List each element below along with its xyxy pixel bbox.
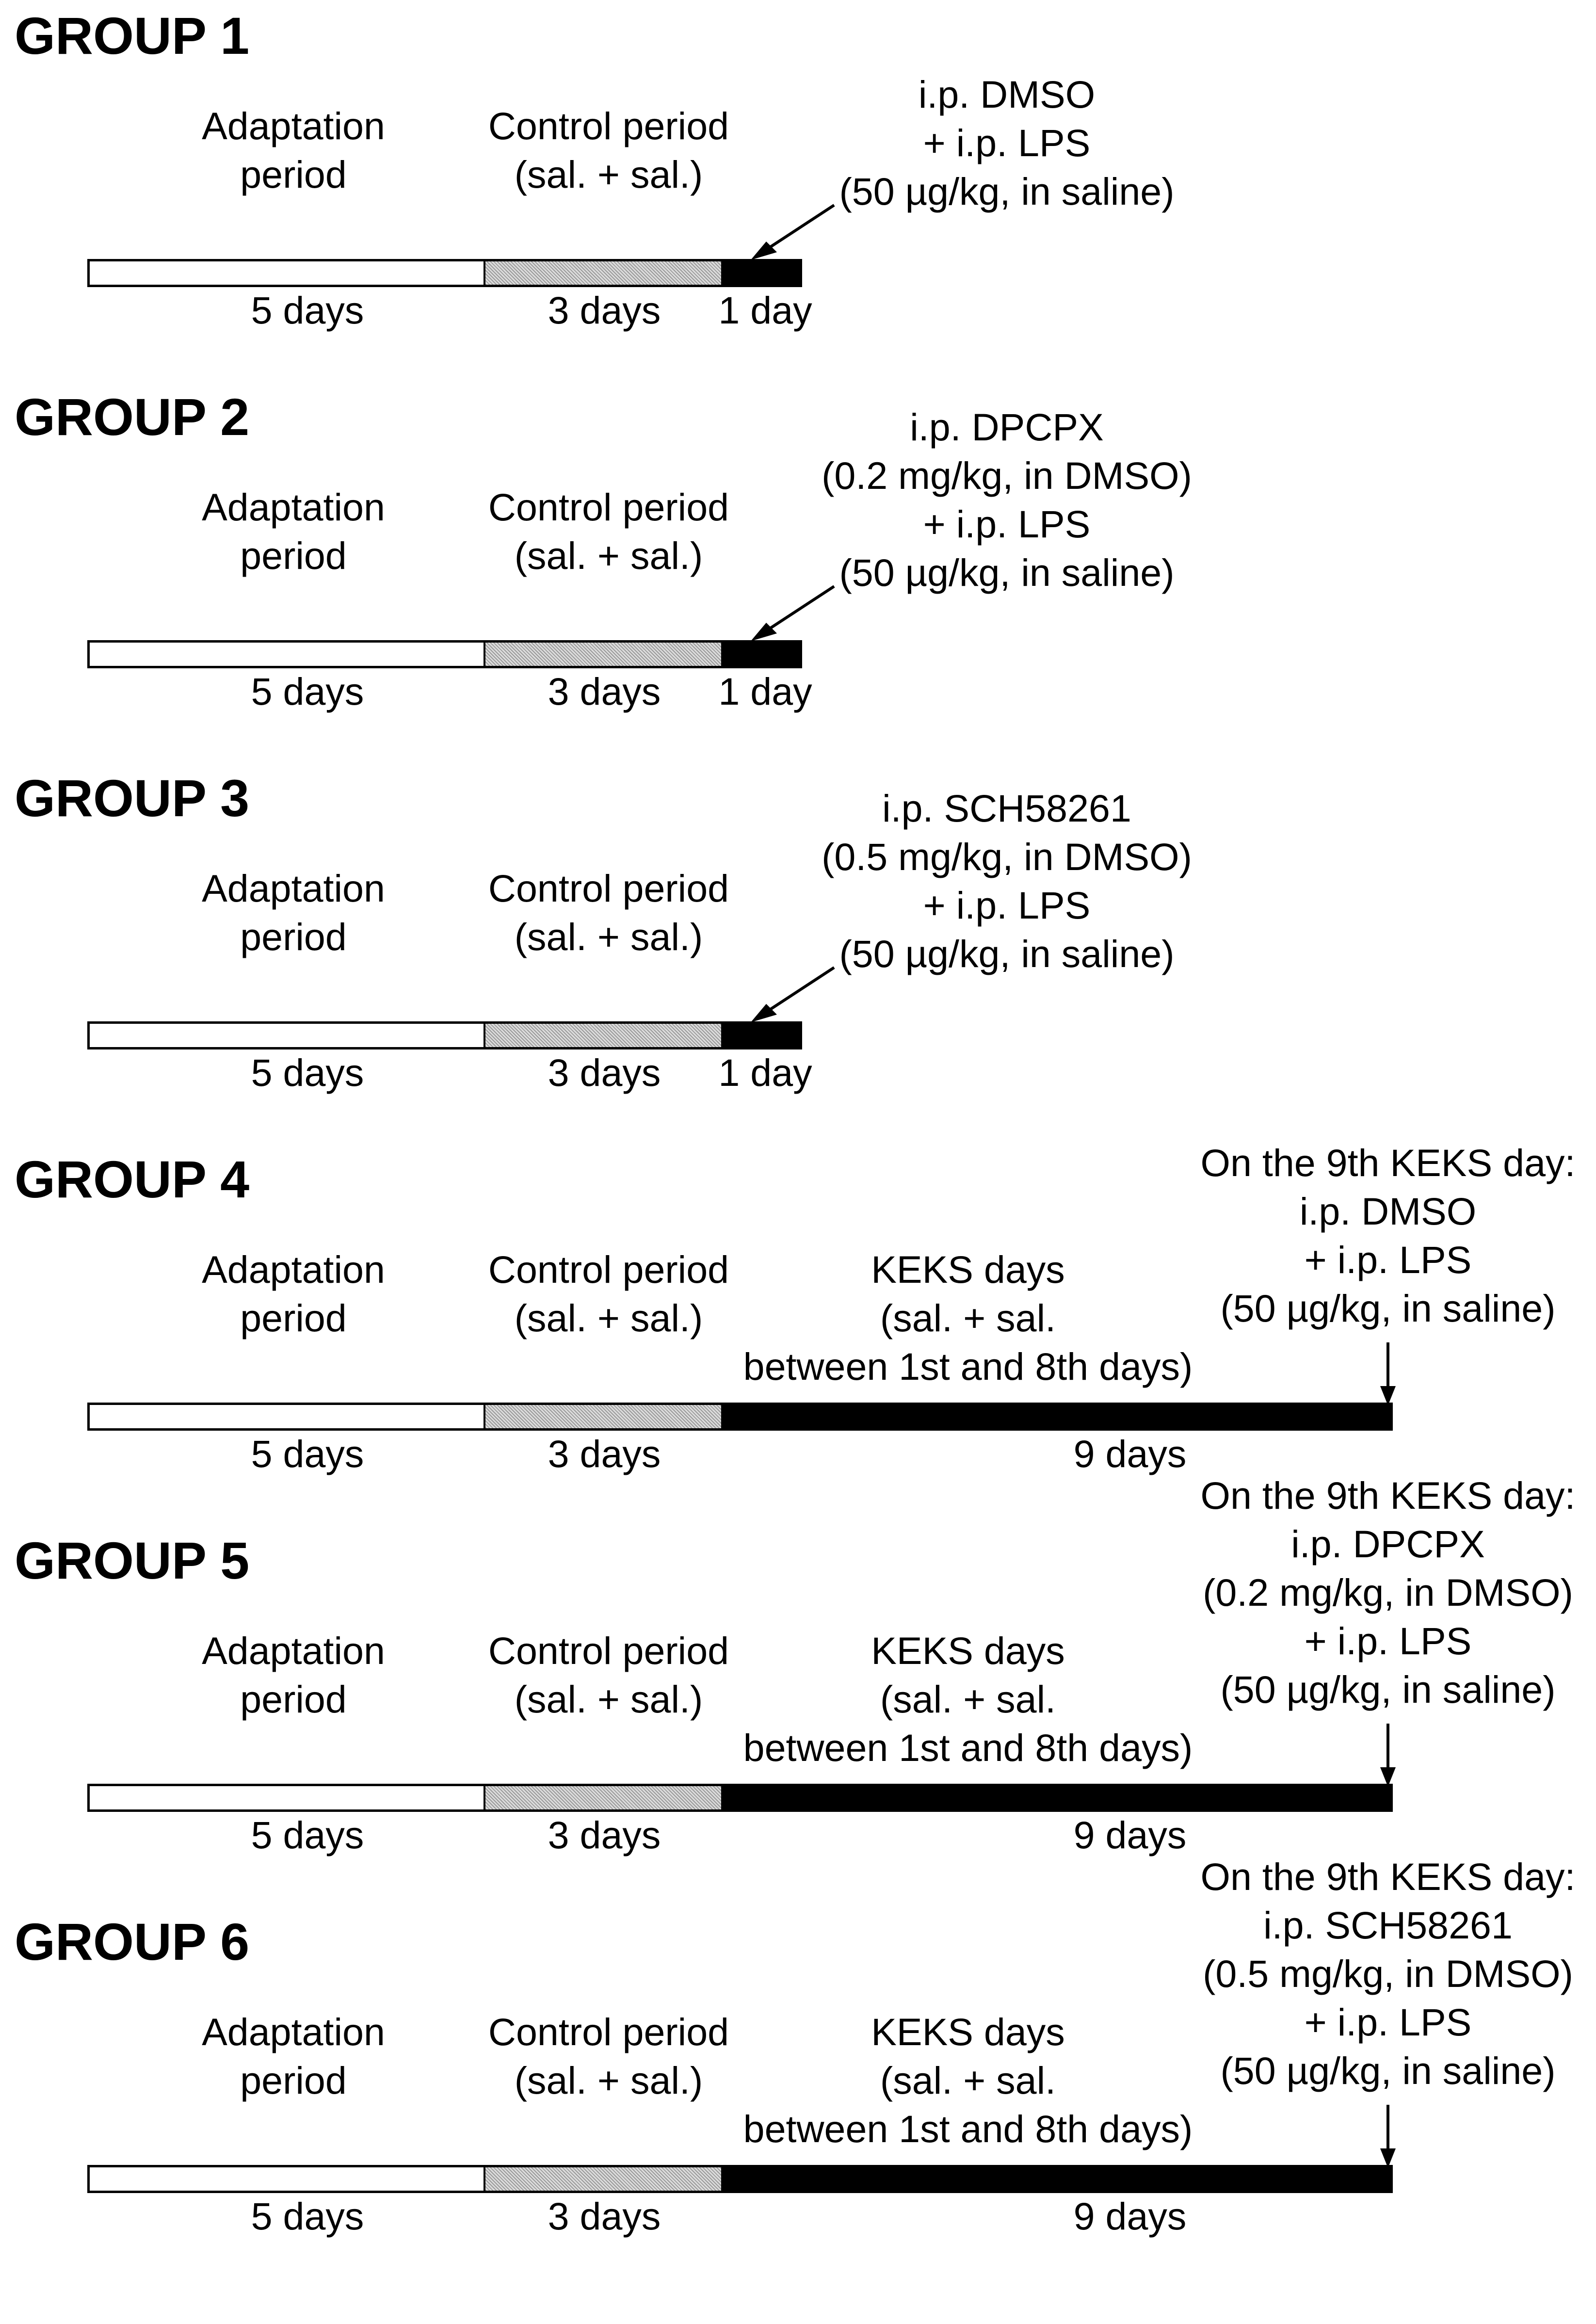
control-segment: [485, 1786, 721, 1809]
control-segment: [485, 2167, 721, 2191]
group-title: GROUP 1: [15, 6, 250, 65]
duration-lps-day: 1 day: [718, 670, 812, 713]
duration-keks: 9 days: [1073, 2195, 1187, 2238]
timeline-bar: [87, 1021, 802, 1049]
control-segment: [485, 261, 721, 285]
control-period-label: Control period (sal. + sal.): [488, 2010, 729, 2102]
group-title: GROUP 2: [15, 387, 250, 446]
keks-segment: [721, 1786, 1390, 1809]
group-2: GROUP 2 Adaptation period Control period…: [0, 381, 1596, 764]
treatment-label: On the 9th KEKS day: i.p. DMSO + i.p. LP…: [1200, 1141, 1576, 1330]
injection-arrow: [1380, 1342, 1396, 1405]
lps-day-segment: [721, 261, 800, 285]
control-segment: [485, 1024, 721, 1047]
duration-keks: 9 days: [1073, 1432, 1187, 1475]
injection-arrow: [1380, 2105, 1396, 2168]
duration-adaptation: 5 days: [251, 1813, 364, 1856]
control-period-label: Control period (sal. + sal.): [488, 485, 729, 577]
timeline-bar: [87, 1784, 1393, 1812]
treatment-label: i.p. SCH58261 (0.5 mg/kg, in DMSO) + i.p…: [822, 787, 1192, 975]
injection-arrow: [751, 966, 835, 1022]
adaptation-period-label: Adaptation period: [202, 485, 385, 577]
injection-arrow: [751, 585, 835, 641]
control-period-label: Control period (sal. + sal.): [488, 1629, 729, 1721]
treatment-label: i.p. DPCPX (0.2 mg/kg, in DMSO) + i.p. L…: [822, 405, 1192, 594]
timeline-bar: [87, 640, 802, 668]
group-title: GROUP 3: [15, 769, 250, 827]
keks-segment: [721, 1405, 1390, 1428]
injection-arrow: [1380, 1724, 1396, 1787]
injection-arrow: [751, 204, 835, 260]
adaptation-segment: [90, 2167, 485, 2191]
duration-control: 3 days: [548, 2195, 661, 2238]
treatment-label: On the 9th KEKS day: i.p. SCH58261 (0.5 …: [1200, 1855, 1576, 2092]
adaptation-period-label: Adaptation period: [202, 1248, 385, 1340]
adaptation-segment: [90, 1786, 485, 1809]
control-period-label: Control period (sal. + sal.): [488, 1248, 729, 1340]
control-segment: [485, 643, 721, 666]
adaptation-period-label: Adaptation period: [202, 1629, 385, 1721]
adaptation-segment: [90, 1405, 485, 1428]
duration-control: 3 days: [548, 1432, 661, 1475]
control-period-label: Control period (sal. + sal.): [488, 867, 729, 958]
timeline-bar: [87, 1403, 1393, 1431]
duration-control: 3 days: [548, 1813, 661, 1856]
group-5: GROUP 5 Adaptation period Control period…: [0, 1474, 1596, 1908]
group-6: GROUP 6 Adaptation period Control period…: [0, 1855, 1596, 2289]
duration-adaptation: 5 days: [251, 670, 364, 713]
timeline-bar: [87, 259, 802, 287]
treatment-label: On the 9th KEKS day: i.p. DPCPX (0.2 mg/…: [1200, 1474, 1576, 1711]
treatment-label: i.p. DMSO + i.p. LPS (50 µg/kg, in salin…: [839, 73, 1175, 213]
duration-lps-day: 1 day: [718, 289, 812, 332]
adaptation-segment: [90, 1024, 485, 1047]
duration-control: 3 days: [548, 1051, 661, 1094]
control-period-label: Control period (sal. + sal.): [488, 104, 729, 196]
group-3: GROUP 3 Adaptation period Control period…: [0, 762, 1596, 1146]
group-1: GROUP 1 Adaptation period Control period…: [0, 0, 1596, 383]
adaptation-period-label: Adaptation period: [202, 2010, 385, 2102]
duration-adaptation: 5 days: [251, 289, 364, 332]
control-segment: [485, 1405, 721, 1428]
duration-control: 3 days: [548, 670, 661, 713]
group-4: GROUP 4 Adaptation period Control period…: [0, 1141, 1596, 1527]
adaptation-period-label: Adaptation period: [202, 867, 385, 958]
adaptation-segment: [90, 643, 485, 666]
duration-adaptation: 5 days: [251, 1051, 364, 1094]
adaptation-period-label: Adaptation period: [202, 104, 385, 196]
duration-adaptation: 5 days: [251, 1432, 364, 1475]
lps-day-segment: [721, 1024, 800, 1047]
group-title: GROUP 5: [15, 1531, 250, 1590]
keks-days-label: KEKS days (sal. + sal. between 1st and 8…: [743, 1248, 1193, 1388]
lps-day-segment: [721, 643, 800, 666]
keks-days-label: KEKS days (sal. + sal. between 1st and 8…: [743, 1629, 1193, 1769]
adaptation-segment: [90, 261, 485, 285]
duration-control: 3 days: [548, 289, 661, 332]
duration-lps-day: 1 day: [718, 1051, 812, 1094]
keks-days-label: KEKS days (sal. + sal. between 1st and 8…: [743, 2010, 1193, 2150]
group-title: GROUP 4: [15, 1150, 250, 1209]
timeline-bar: [87, 2165, 1393, 2193]
group-title: GROUP 6: [15, 1912, 250, 1971]
keks-segment: [721, 2167, 1390, 2191]
duration-keks: 9 days: [1073, 1813, 1187, 1856]
duration-adaptation: 5 days: [251, 2195, 364, 2238]
